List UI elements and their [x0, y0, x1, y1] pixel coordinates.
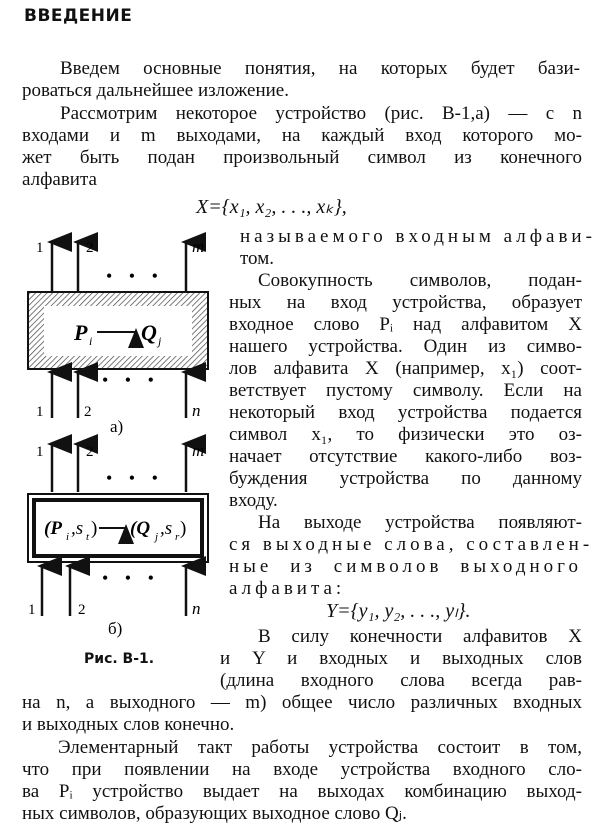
device-box-inner-b [32, 498, 204, 558]
box-formula-b: (P i ,s t ) (Q j ,s r ) [44, 518, 186, 544]
text-line: Элементарный такт работы устройства сост… [58, 737, 582, 758]
figure-b1: 1 2 m • • • P i Q j • • • 1 2 n а) [27, 232, 209, 638]
svg-text:): ) [91, 518, 97, 539]
diagram-b: 1 2 m • • • (P i ,s t ) (Q j ,s r ) [27, 434, 209, 638]
svg-text:t: t [86, 531, 90, 543]
output-label-1-a: 1 [36, 240, 44, 256]
text-line: и Y и входных и выходных слов [220, 648, 582, 669]
box-label-p-a: P [73, 320, 88, 345]
svg-text:r: r [175, 531, 180, 543]
text-line: Совокупность символов, подан- [258, 270, 582, 291]
text-line: Введем основные понятия, на которых буде… [60, 58, 580, 79]
text-line: входу. [229, 490, 278, 511]
input-arrows-b [37, 556, 206, 616]
text-line: буждения устройства по данному [229, 468, 582, 489]
svg-text:i: i [66, 531, 69, 543]
svg-text:,s: ,s [160, 518, 172, 539]
text-line: входное слово Pᵢ над алфавитом X [229, 314, 582, 335]
formula-x: X={x₁, x₂, . . ., xₖ}, [196, 196, 347, 218]
text-line: что при появлении на входе устройства вх… [22, 759, 582, 780]
text-line: входами и m выходами, на каждый вход кот… [22, 125, 582, 146]
output-label-2-a: 2 [86, 240, 94, 256]
text-line: ва Pᵢ устройство выдает на выходах комби… [22, 781, 582, 802]
svg-text:,s: ,s [71, 518, 83, 539]
svg-text:(P: (P [44, 518, 62, 539]
text-line: нашего устройства. Один из симво- [229, 336, 582, 357]
dots-top-b: • • • [106, 468, 164, 488]
text-line: (длина входного слова всегда рав- [220, 670, 582, 691]
text-line: и выходных слов конечно. [22, 714, 235, 735]
svg-text:(Q: (Q [130, 518, 150, 539]
diagram-a: 1 2 m • • • P i Q j • • • 1 2 n а) [27, 232, 209, 436]
svg-text:i: i [89, 334, 92, 348]
text-line: ных на вход устройства, образует [229, 292, 582, 313]
svg-text:): ) [180, 518, 186, 539]
dots-bottom-a: • • • [102, 370, 160, 390]
input-label-2-b: 2 [78, 602, 86, 618]
subfig-label-a: а) [110, 417, 123, 436]
formula-y: Y={y₁, y₂, . . ., yₗ}. [326, 600, 471, 622]
text-line: ветствует пустому символу. Если на [229, 380, 582, 401]
input-label-1-a: 1 [36, 404, 44, 420]
text-line: некоторый вход устройства подается [229, 402, 582, 423]
text-line: ных символов, образующих выходное слово … [22, 803, 407, 824]
text-line: лов алфавита X (например, x₁) соот- [229, 358, 582, 379]
text-line: алфавита: [229, 578, 346, 599]
text-line: Рассмотрим некоторое устройство (рис. В-… [60, 103, 582, 124]
text-line: ся выходные слова, составлен- [229, 534, 594, 555]
text-line: на n, а выходного — m) общее число разли… [22, 692, 582, 713]
text-line: алфавита [22, 169, 97, 190]
output-label-2-b: 2 [86, 444, 94, 460]
output-label-1-b: 1 [36, 444, 44, 460]
input-label-1-b: 1 [28, 602, 36, 618]
input-arrows-a [47, 362, 206, 418]
output-arrows-a [47, 232, 206, 292]
dots-top-a: • • • [106, 266, 164, 286]
input-label-n-a: n [192, 401, 201, 420]
svg-text:j: j [153, 531, 158, 543]
output-label-m-b: m [192, 441, 204, 460]
input-label-2-a: 2 [84, 404, 92, 420]
text-line: ные из символов выходного [229, 556, 582, 577]
figure-caption: Рис. В-1. [84, 651, 155, 667]
text-line: В силу конечности алфавитов X [258, 626, 582, 647]
dots-bottom-b: • • • [102, 568, 160, 588]
text-line: На выходе устройства появляют- [258, 512, 582, 533]
output-label-m-a: m [192, 237, 204, 256]
text-line: символ x₁, то физически это оз- [229, 424, 582, 445]
section-heading: ВВЕДЕНИЕ [24, 6, 133, 26]
output-arrows-b [47, 434, 206, 492]
input-label-n-b: n [192, 599, 201, 618]
svg-text:j: j [156, 334, 162, 348]
text-line: том. [240, 248, 274, 269]
text-line: называемого входным алфави- [240, 226, 596, 247]
text-line: начает отсутствие какого-либо воз- [229, 446, 582, 467]
text-line: жет быть подан произвольный символ из ко… [22, 147, 582, 168]
box-label-q-a: Q [141, 320, 157, 345]
text-line: роваться дальнейшее изложение. [22, 80, 289, 101]
subfig-label-b: б) [108, 619, 122, 638]
